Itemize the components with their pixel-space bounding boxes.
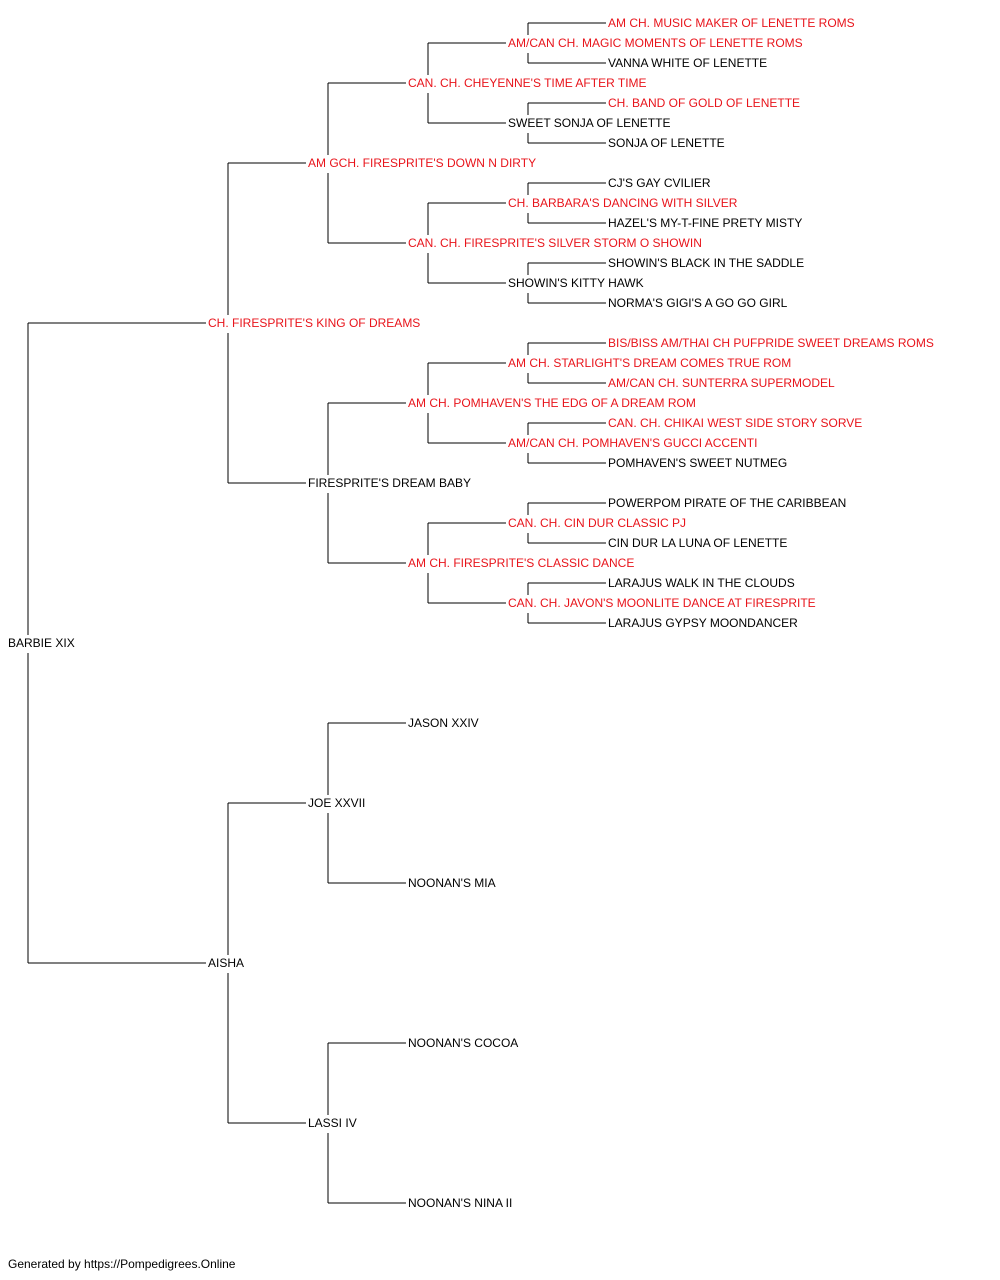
ancestor-name: SWEET SONJA OF LENETTE [508,116,673,130]
ancestor-name: CJ'S GAY CVILIER [608,176,713,190]
ancestor-name: NOONAN'S MIA [408,876,498,890]
ancestor-name: POWERPOM PIRATE OF THE CARIBBEAN [608,496,849,510]
ancestor-name: JASON XXIV [408,716,481,730]
ancestor-name: HAZEL'S MY-T-FINE PRETY MISTY [608,216,805,230]
ancestor-name: AISHA [208,956,247,970]
ancestor-name: VANNA WHITE OF LENETTE [608,56,770,70]
ancestor-name: AM CH. FIRESPRITE'S CLASSIC DANCE [408,556,637,570]
ancestor-name: AM/CAN CH. POMHAVEN'S GUCCI ACCENTI [508,436,760,450]
ancestor-name: CH. BARBARA'S DANCING WITH SILVER [508,196,740,210]
ancestor-name: LASSI IV [308,1116,359,1130]
ancestor-name: JOE XXVII [308,796,368,810]
ancestor-name: AM/CAN CH. MAGIC MOMENTS OF LENETTE ROMS [508,36,805,50]
ancestor-name: NOONAN'S COCOA [408,1036,521,1050]
ancestor-name: AM/CAN CH. SUNTERRA SUPERMODEL [608,376,837,390]
subject-name: BARBIE XIX [8,636,77,650]
ancestor-name: AM CH. POMHAVEN'S THE EDG OF A DREAM ROM [408,396,698,410]
ancestor-name: CH. BAND OF GOLD OF LENETTE [608,96,803,110]
ancestor-name: CAN. CH. CHEYENNE'S TIME AFTER TIME [408,76,649,90]
ancestor-name: POMHAVEN'S SWEET NUTMEG [608,456,790,470]
ancestor-name: CH. FIRESPRITE'S KING OF DREAMS [208,316,423,330]
ancestor-name: CAN. CH. CHIKAI WEST SIDE STORY SORVE [608,416,865,430]
ancestor-name: AM GCH. FIRESPRITE'S DOWN N DIRTY [308,156,539,170]
generated-by-footer: Generated by https://Pompedigrees.Online [8,1257,236,1271]
ancestor-name: CAN. CH. CIN DUR CLASSIC PJ [508,516,689,530]
ancestor-name: SHOWIN'S BLACK IN THE SADDLE [608,256,807,270]
ancestor-name: LARAJUS GYPSY MOONDANCER [608,616,800,630]
ancestor-name: BIS/BISS AM/THAI CH PUFPRIDE SWEET DREAM… [608,336,936,350]
ancestor-name: CIN DUR LA LUNA OF LENETTE [608,536,790,550]
ancestor-name: NORMA'S GIGI'S A GO GO GIRL [608,296,790,310]
ancestor-name: SHOWIN'S KITTY HAWK [508,276,646,290]
ancestor-name: NOONAN'S NINA II [408,1196,515,1210]
ancestor-name: AM CH. STARLIGHT'S DREAM COMES TRUE ROM [508,356,794,370]
ancestor-name: SONJA OF LENETTE [608,136,727,150]
ancestor-name: LARAJUS WALK IN THE CLOUDS [608,576,797,590]
ancestor-name: CAN. CH. JAVON'S MOONLITE DANCE AT FIRES… [508,596,818,610]
ancestor-name: FIRESPRITE'S DREAM BABY [308,476,473,490]
ancestor-name: CAN. CH. FIRESPRITE'S SILVER STORM O SHO… [408,236,704,250]
ancestor-name: AM CH. MUSIC MAKER OF LENETTE ROMS [608,16,857,30]
